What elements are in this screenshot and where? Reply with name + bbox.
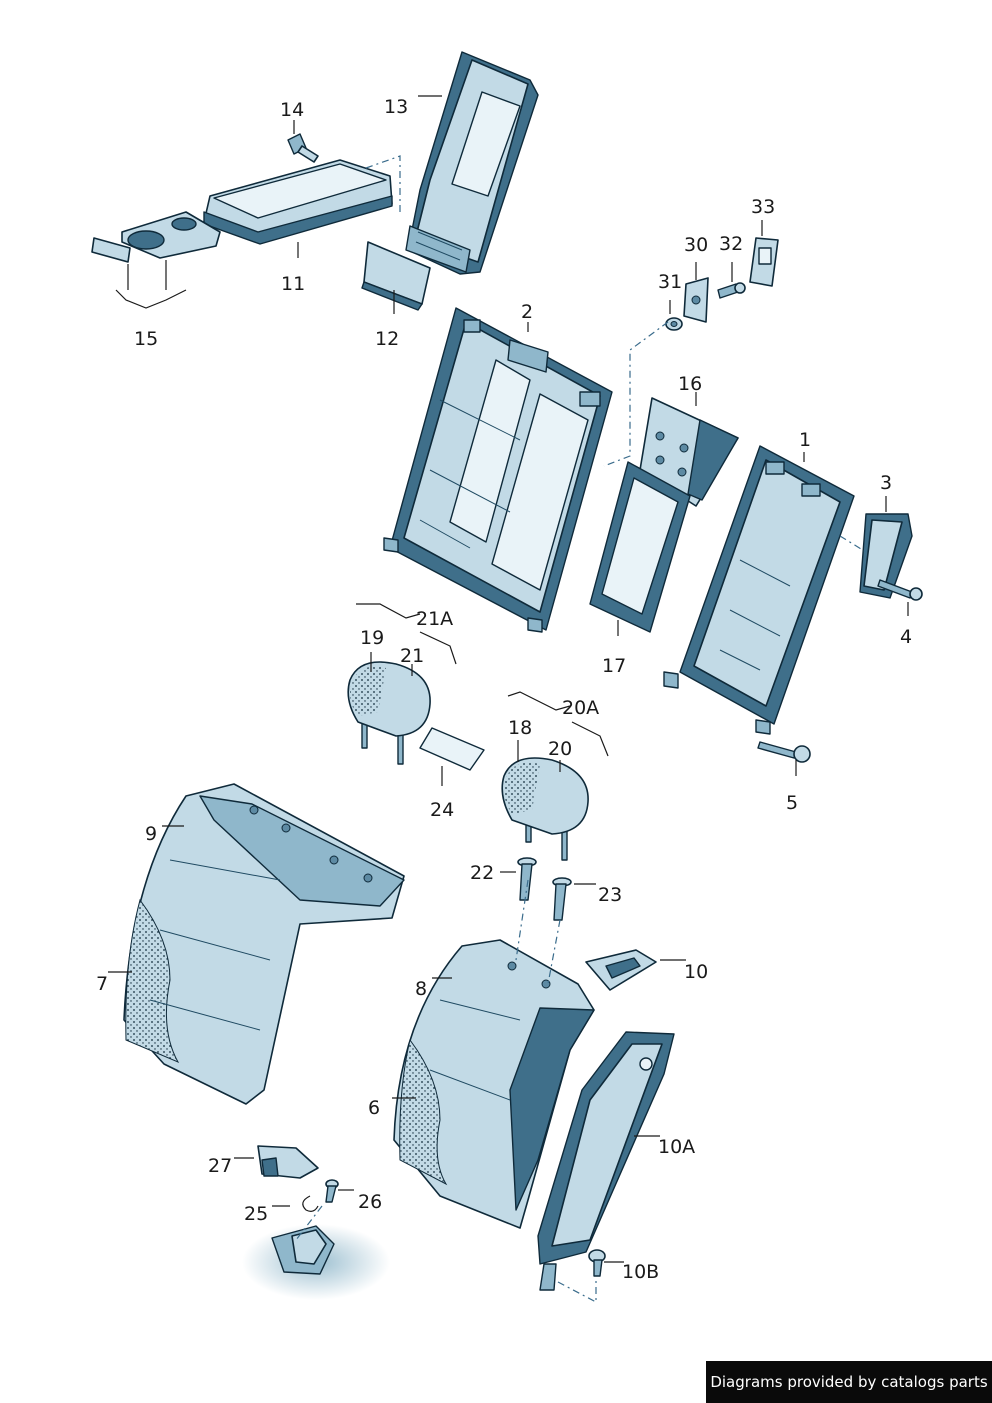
label-10B: 10B [622,1261,659,1283]
label-22: 22 [470,862,494,884]
footer-text: Diagrams provided by catalogs parts [710,1373,988,1391]
label-30: 30 [684,234,708,256]
part-10B-screw [588,1249,606,1277]
label-21A: 21A [416,608,453,630]
part-30-plate [683,277,709,323]
label-31: 31 [658,271,682,293]
part-11-armrest-cushion [203,159,393,245]
label-4: 4 [900,626,912,648]
label-1: 1 [799,429,811,451]
label-2: 2 [521,301,533,323]
part-19-head-restraint [347,661,431,765]
part-32-screw [717,282,746,299]
leader-lines [108,95,909,1263]
label-14: 14 [280,99,304,121]
label-21: 21 [400,645,424,667]
part-14-screw [287,133,319,163]
label-23: 23 [598,884,622,906]
part-27-latch-cover [257,1145,319,1179]
part-33-clip [749,237,779,287]
label-10A: 10A [658,1136,695,1158]
label-27: 27 [208,1155,232,1177]
part-26-screw [325,1179,339,1203]
part-31-washer [665,317,683,331]
label-24: 24 [430,799,454,821]
part-4-screw [877,579,923,601]
label-15: 15 [134,328,158,350]
label-16: 16 [678,373,702,395]
label-11: 11 [281,273,305,295]
label-25: 25 [244,1203,268,1225]
part-24-cover [419,727,485,771]
part-15-cup-holder [91,211,221,263]
part-18-head-restraint [501,757,589,861]
label-8: 8 [415,978,427,1000]
label-18: 18 [508,717,532,739]
label-20A: 20A [562,697,599,719]
part-25-clip [302,1195,319,1212]
part-16-bracket [639,397,739,507]
label-12: 12 [375,328,399,350]
part-2-backrest-frame-large [383,307,613,633]
part-1-backrest-frame-small [663,445,855,735]
part-3-hinge-cover [859,513,913,599]
label-13: 13 [384,96,408,118]
part-17-panel [589,461,691,633]
part-6-8-backrest-cover-right [393,939,595,1229]
label-6: 6 [368,1097,380,1119]
label-20: 20 [548,738,572,760]
alignment-lines [295,155,867,1303]
label-19: 19 [360,627,384,649]
label-10: 10 [684,961,708,983]
part-10-cover [585,949,657,991]
part-13-armrest-frame [405,51,539,275]
label-5: 5 [786,792,798,814]
part-23-guide [552,877,572,921]
label-17: 17 [602,655,626,677]
label-7: 7 [96,973,108,995]
part-7-9-backrest-cover-left [123,783,405,1105]
label-32: 32 [719,233,743,255]
label-26: 26 [358,1191,382,1213]
part-25-latch-base [242,1224,390,1300]
callout-labels: 13 14 11 15 12 2 33 30 32 31 16 1 3 4 17… [96,96,912,1283]
part-10A-side-trim [537,1031,675,1291]
part-22-guide [517,857,537,901]
label-3: 3 [880,472,892,494]
footer-credit: Diagrams provided by catalogs parts [706,1361,992,1403]
label-9: 9 [145,823,157,845]
part-5-screw [757,741,811,763]
part-12-cover [361,241,431,311]
label-33: 33 [751,196,775,218]
